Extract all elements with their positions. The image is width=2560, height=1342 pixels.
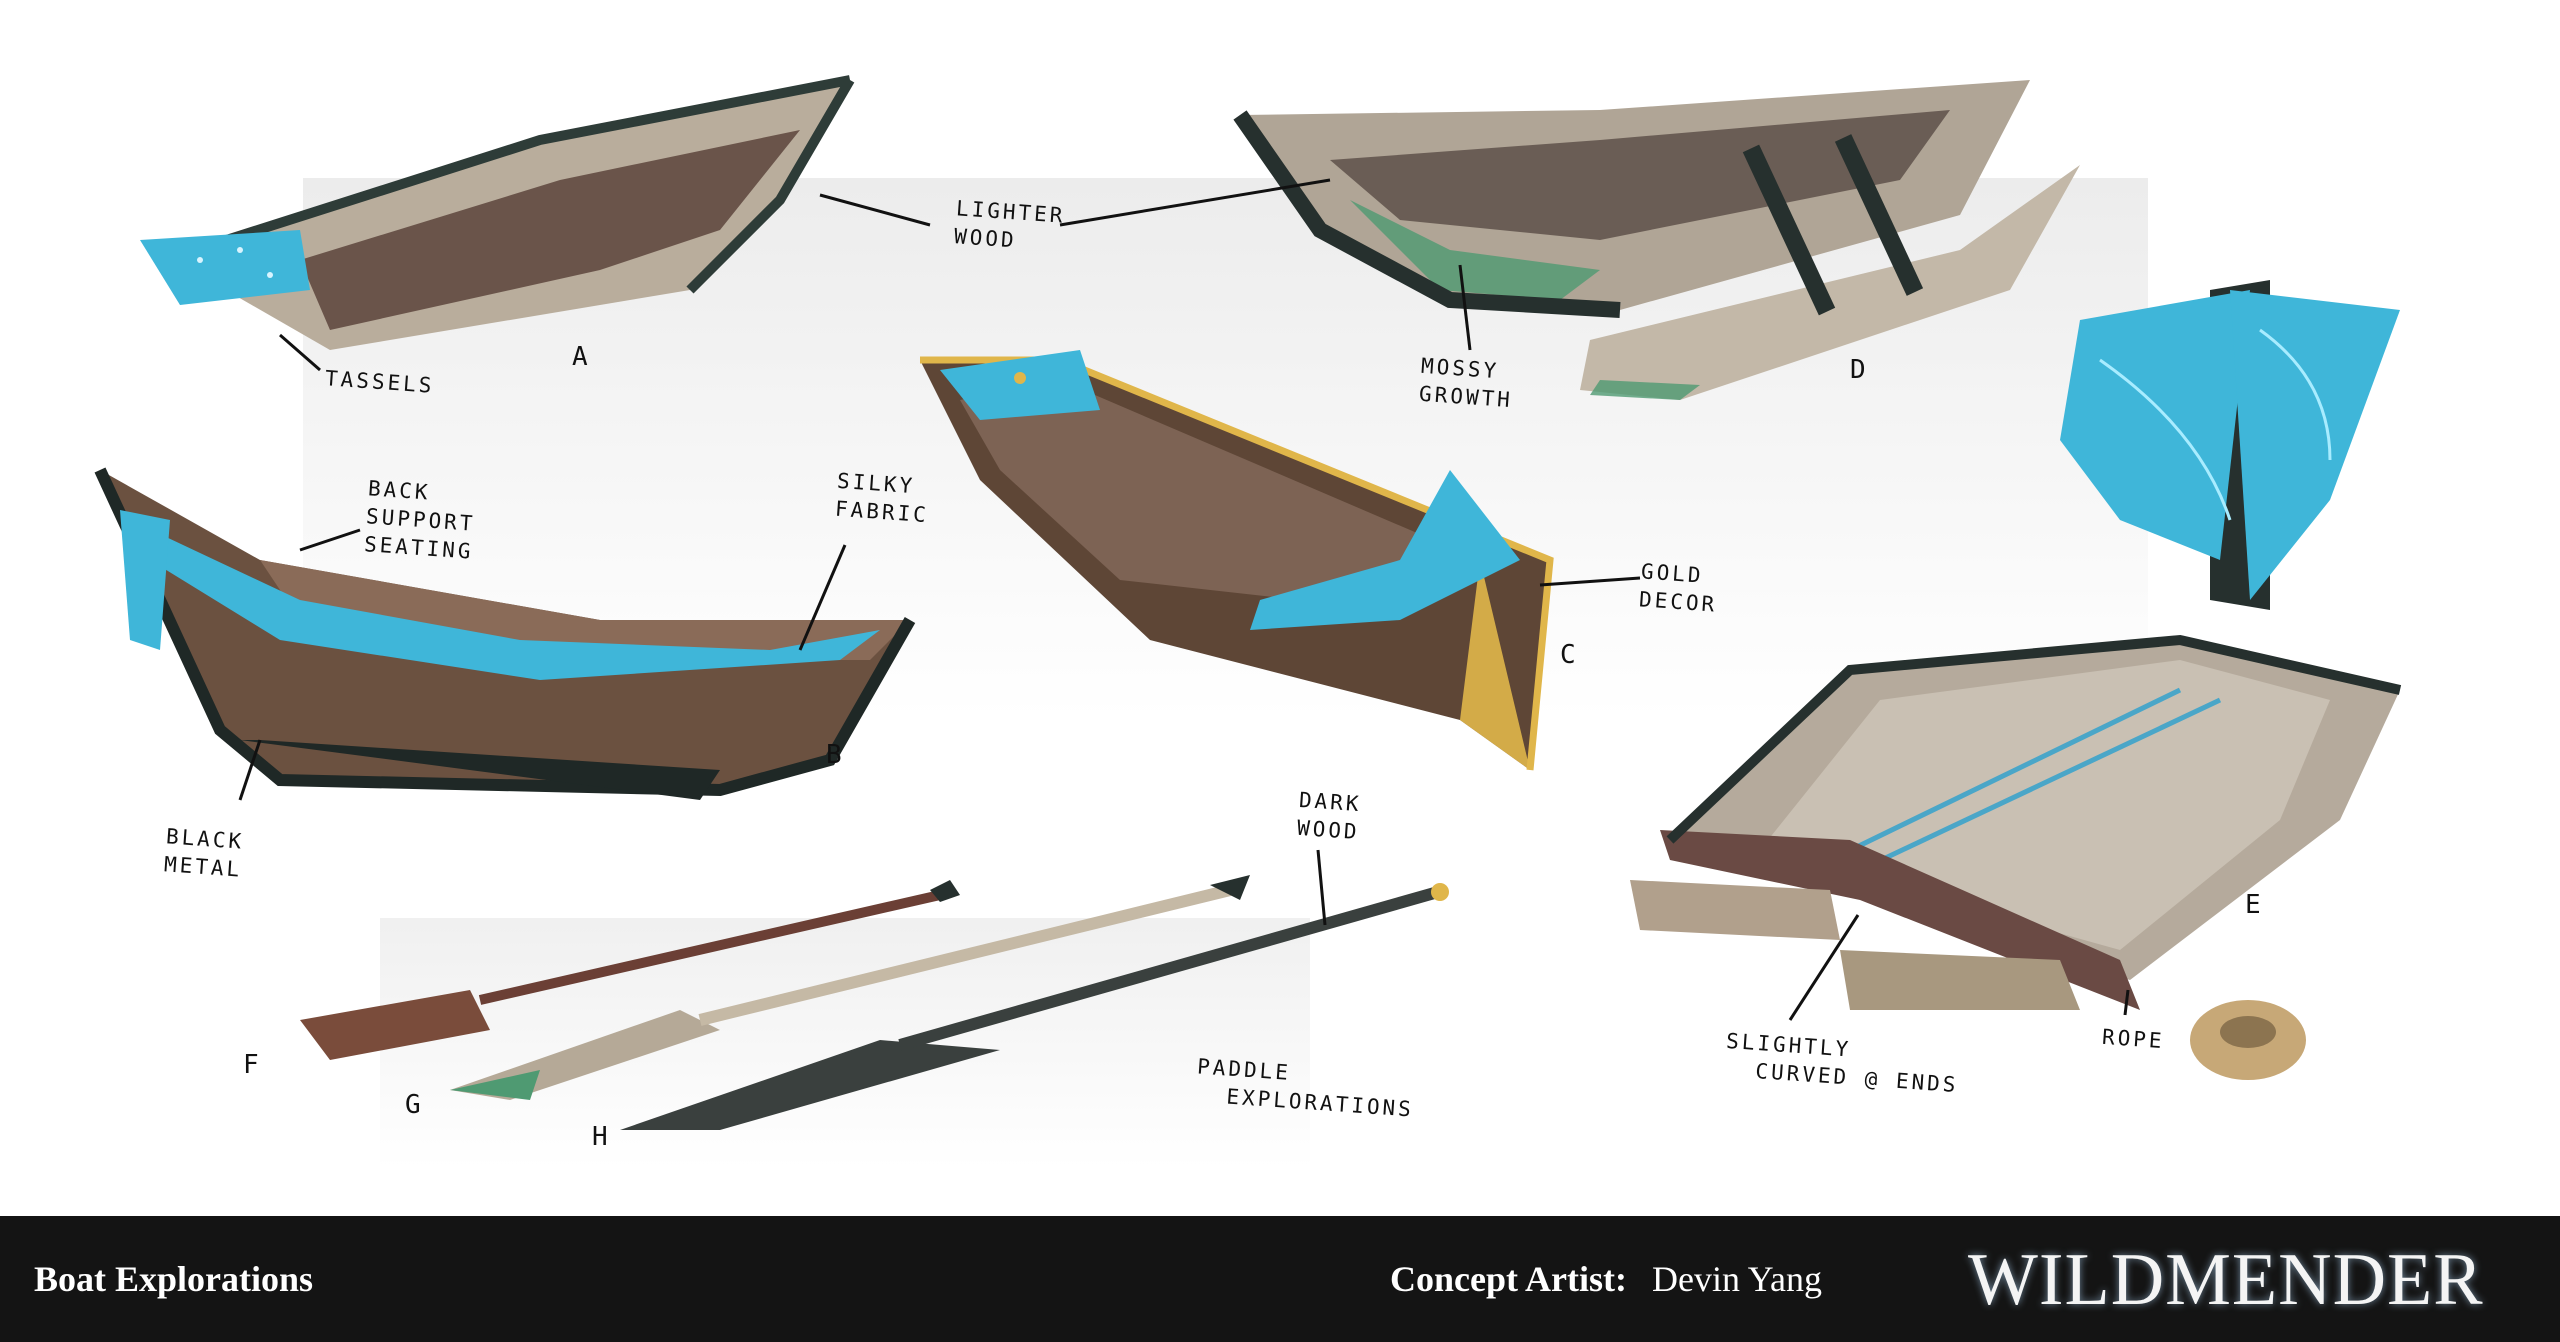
letter-d: D	[1850, 355, 1866, 385]
label-mossy-growth: MOSSY GROWTH	[1418, 353, 1514, 413]
boat-c	[920, 350, 1554, 771]
callout-lines	[238, 178, 2130, 1021]
paddle-h	[620, 883, 1449, 1130]
footer-bar: Boat Explorations Concept Artist: Devin …	[0, 1216, 2560, 1342]
letter-g: G	[405, 1090, 421, 1120]
boat-e-raft	[1630, 280, 2402, 1080]
wildmender-logo: WILDMENDER	[1968, 1239, 2484, 1321]
boat-a	[140, 75, 855, 350]
label-black-metal: BLACK METAL	[163, 824, 245, 882]
label-silky-fabric: SILKY FABRIC	[834, 468, 930, 528]
boat-b	[94, 467, 916, 800]
label-dark-wood: DARK WOOD	[1296, 787, 1363, 845]
artist-label: Concept Artist:	[1390, 1259, 1627, 1299]
letter-b: B	[826, 740, 842, 770]
paddle-f	[300, 880, 960, 1060]
label-back-support-seating: BACK SUPPORT SEATING	[363, 476, 477, 564]
label-rope: ROPE	[2101, 1024, 2166, 1054]
concept-art-sheet: LIGHTER WOOD TASSELS MOSSY GROWTH BACK S…	[94, 75, 2402, 1168]
sheet-title: Boat Explorations	[34, 1259, 314, 1299]
letter-a: A	[572, 342, 588, 372]
boat-d	[1233, 80, 2080, 400]
paddle-g	[450, 875, 1250, 1100]
label-gold-decor: GOLD DECOR	[1638, 559, 1718, 617]
letter-h: H	[592, 1122, 608, 1152]
label-lighter-wood: LIGHTER WOOD	[953, 196, 1067, 253]
letter-c: C	[1560, 640, 1576, 670]
boat-illustrations	[94, 75, 2402, 1168]
letter-f: F	[243, 1050, 259, 1080]
artist-name: Devin Yang	[1652, 1259, 1823, 1299]
backdrop-panel-paddles	[380, 918, 1310, 1168]
letter-e: E	[2245, 890, 2261, 920]
